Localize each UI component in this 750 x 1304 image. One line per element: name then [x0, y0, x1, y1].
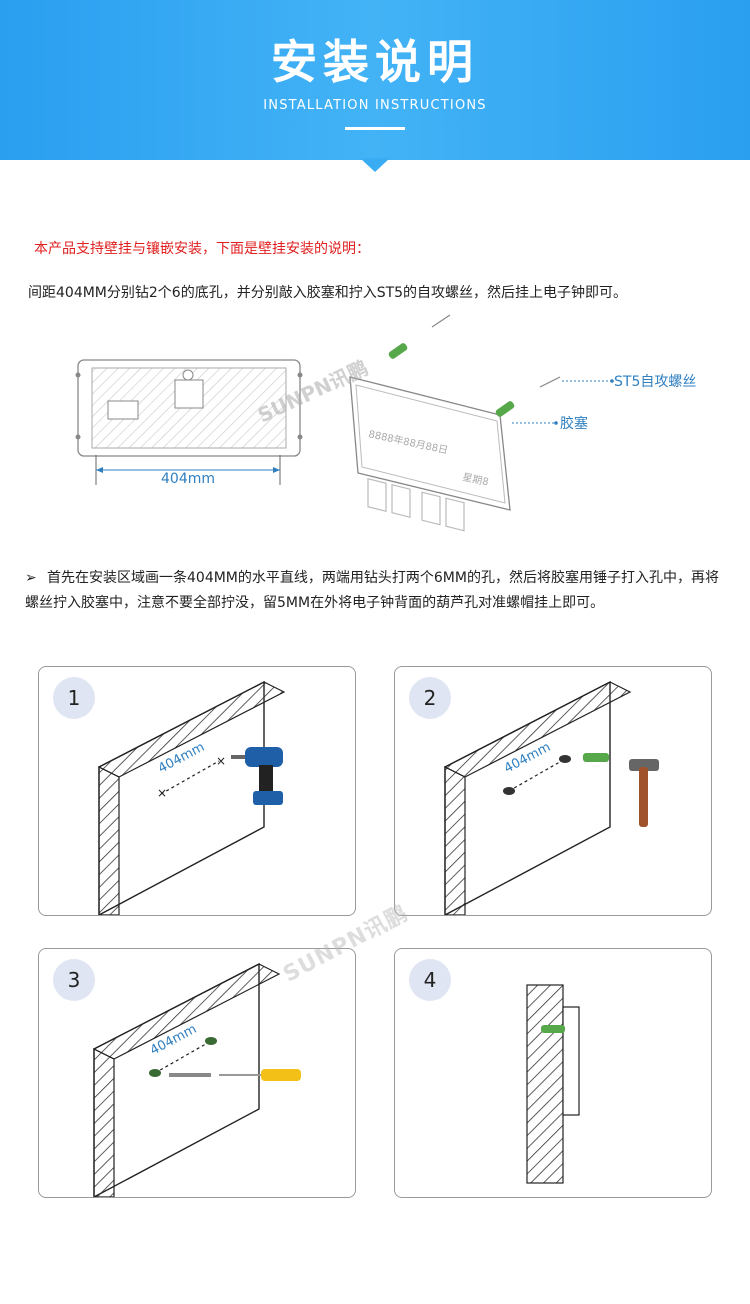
- overview-dimension-label: 404mm: [161, 471, 215, 487]
- instruction-paragraph: ➢首先在安装区域画一条404MM的水平直线，两端用钻头打两个6MM的孔，然后将胶…: [25, 566, 730, 616]
- banner-pointer: [360, 158, 390, 172]
- wall-plug-icon: [388, 343, 515, 417]
- step-number: 2: [409, 677, 451, 719]
- page-title: 安装说明: [271, 35, 479, 89]
- drill-illustration: × × 404mm: [97, 680, 286, 915]
- install-note: 本产品支持壁挂与镶嵌安装，下面是壁挂安装的说明：: [34, 241, 370, 257]
- instruction-text: 首先在安装区域画一条404MM的水平直线，两端用钻头打两个6MM的孔，然后将胶塞…: [25, 570, 719, 611]
- page-subtitle: INSTALLATION INSTRUCTIONS: [263, 98, 487, 113]
- step-panel-4: 4: [394, 948, 712, 1198]
- clock-front-view: 8888年88月88日 星期8: [349, 376, 511, 532]
- screw-label: ST5自攻螺丝: [614, 374, 696, 390]
- drill-icon: [231, 747, 283, 805]
- mounted-illustration: [526, 984, 580, 1184]
- svg-text:×: ×: [216, 754, 226, 768]
- step-number: 1: [53, 677, 95, 719]
- plug-label: 胶塞: [560, 415, 588, 432]
- clock-week-readout: 星期8: [461, 471, 489, 488]
- screwdriver-icon: [219, 1069, 301, 1081]
- header-banner: [0, 0, 750, 160]
- screwdriver-illustration: 404mm: [92, 962, 301, 1197]
- step-number: 4: [409, 959, 451, 1001]
- svg-text:×: ×: [157, 786, 167, 800]
- hammer-icon: [629, 759, 659, 827]
- bullet-arrow-icon: ➢: [25, 570, 37, 586]
- hammer-illustration: 404mm: [443, 680, 659, 915]
- clock-side-view: [562, 1006, 580, 1116]
- title-underline: [345, 127, 405, 130]
- screw-icon: [431, 314, 561, 388]
- overview-diagram: 404mm 8888年88月88日 星期8 ST5自攻螺丝 胶塞 SUNPN讯鹏: [75, 314, 696, 532]
- step-panel-3: 404mm 3: [38, 948, 356, 1198]
- install-detail: 间距404MM分别钻2个6的底孔，并分别敲入胶塞和拧入ST5的自攻螺丝，然后挂上…: [28, 285, 628, 301]
- step-panel-2: 404mm 2: [394, 666, 712, 916]
- step-panel-1: × × 404mm 1: [38, 666, 356, 916]
- step-number: 3: [53, 959, 95, 1001]
- clock-back-view: 404mm: [75, 359, 303, 487]
- wall-section: [526, 984, 564, 1184]
- wall-plug-icon: [583, 753, 609, 762]
- wall-plug-icon: [541, 1025, 565, 1033]
